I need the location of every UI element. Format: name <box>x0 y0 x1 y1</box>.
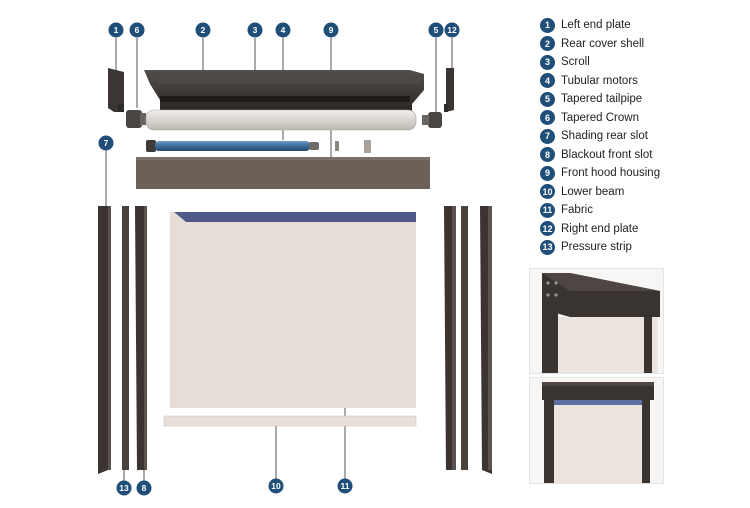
tapered-tailpipe <box>422 112 442 128</box>
legend-number-badge: 11 <box>540 202 555 218</box>
callout-number: 3 <box>253 25 258 35</box>
callout-badge: 5 <box>428 22 444 38</box>
tapered-crown <box>126 110 146 128</box>
legend-item: 1 Left end plate <box>540 16 660 35</box>
legend-label: Tapered tailpipe <box>561 93 643 106</box>
callout-badge: 8 <box>136 480 152 496</box>
legend-number-badge: 10 <box>540 184 555 200</box>
callout-circle <box>247 22 263 38</box>
callout-number: 12 <box>447 25 457 35</box>
legend-item: 4 Tubular motors <box>540 72 660 91</box>
callout-number: 9 <box>329 25 334 35</box>
legend-label: Shading rear slot <box>561 130 648 143</box>
legend-label: Left end plate <box>561 19 631 32</box>
callout-badge: 4 <box>275 22 291 38</box>
front-hood-housing <box>136 157 430 189</box>
legend-number-badge: 8 <box>540 147 555 163</box>
legend-label: Right end plate <box>561 222 639 235</box>
callout-badge: 6 <box>129 22 145 38</box>
callout-badge: 2 <box>195 22 211 38</box>
legend-item: 11 Fabric <box>540 201 660 220</box>
callout-circle <box>136 480 152 496</box>
legend-number-badge: 4 <box>540 73 555 89</box>
rear-cover-shell <box>144 70 424 112</box>
callout-circle <box>129 22 145 38</box>
callout-circle <box>98 135 114 151</box>
callout-circle <box>195 22 211 38</box>
legend-number-badge: 5 <box>540 91 555 107</box>
legend-item: 9 Front hood housing <box>540 164 660 183</box>
parts-legend: 1 Left end plate 2 Rear cover shell 3 Scroll 4… <box>540 16 660 257</box>
callout-badge: 12 <box>444 22 460 38</box>
legend-label: Tapered Crown <box>561 111 639 124</box>
legend-item: 5 Tapered tailpipe <box>540 90 660 109</box>
callout-number: 11 <box>341 481 350 491</box>
tubular-motor <box>146 140 319 152</box>
callout-circle <box>268 478 284 494</box>
legend-number-badge: 6 <box>540 110 555 126</box>
callout-badge: 1 <box>108 22 124 38</box>
callout-circle <box>108 22 124 38</box>
legend-item: 12 Right end plate <box>540 220 660 239</box>
callout-circle <box>337 478 353 494</box>
scroll-tube <box>145 109 417 131</box>
legend-number-badge: 12 <box>540 221 555 237</box>
legend-item: 7 Shading rear slot <box>540 127 660 146</box>
legend-number-badge: 13 <box>540 239 555 255</box>
legend-item: 3 Scroll <box>540 53 660 72</box>
callout-number: 13 <box>119 483 129 493</box>
callout-badge: 3 <box>247 22 263 38</box>
legend-item: 6 Tapered Crown <box>540 109 660 128</box>
small-brackets <box>335 140 371 153</box>
callout-number: 7 <box>104 138 109 148</box>
legend-label: Pressure strip <box>561 241 632 254</box>
callout-number: 6 <box>135 25 140 35</box>
callout-badge: 7 <box>98 135 114 151</box>
callout-number: 10 <box>271 481 281 491</box>
callout-badge: 11 <box>337 478 353 494</box>
legend-number-badge: 3 <box>540 54 555 70</box>
callout-circle <box>444 22 460 38</box>
left-end-plate <box>108 68 124 112</box>
legend-label: Front hood housing <box>561 167 661 180</box>
legend-label: Tubular motors <box>561 74 638 87</box>
legend-number-badge: 1 <box>540 17 555 33</box>
callout-badge: 10 <box>268 478 284 494</box>
legend-label: Lower beam <box>561 185 625 198</box>
installed-photo-top <box>529 268 664 374</box>
callout-badge: 9 <box>323 22 339 38</box>
callout-circle <box>275 22 291 38</box>
legend-label: Blackout front slot <box>561 148 653 161</box>
callout-circle <box>428 22 444 38</box>
callout-badge: 13 <box>116 480 132 496</box>
legend-number-badge: 2 <box>540 36 555 52</box>
legend-label: Fabric <box>561 204 593 217</box>
legend-number-badge: 7 <box>540 128 555 144</box>
lower-beam <box>163 415 417 427</box>
fabric-panel <box>170 212 416 408</box>
installed-photo-bottom <box>529 377 664 484</box>
legend-label: Rear cover shell <box>561 37 645 50</box>
legend-item: 8 Blackout front slot <box>540 146 660 165</box>
legend-item: 2 Rear cover shell <box>540 35 660 54</box>
callout-circle <box>116 480 132 496</box>
legend-number-badge: 9 <box>540 165 555 181</box>
callout-number: 5 <box>434 25 439 35</box>
left-side-rails <box>98 206 147 474</box>
legend-item: 10 Lower beam <box>540 183 660 202</box>
callout-number: 2 <box>201 25 206 35</box>
callout-number: 1 <box>114 25 119 35</box>
right-side-rails <box>444 206 492 474</box>
legend-label: Scroll <box>561 56 590 69</box>
right-end-plate <box>444 68 454 112</box>
callout-circle <box>323 22 339 38</box>
legend-item: 13 Pressure strip <box>540 238 660 257</box>
callout-number: 8 <box>142 483 147 493</box>
callout-number: 4 <box>281 25 286 35</box>
